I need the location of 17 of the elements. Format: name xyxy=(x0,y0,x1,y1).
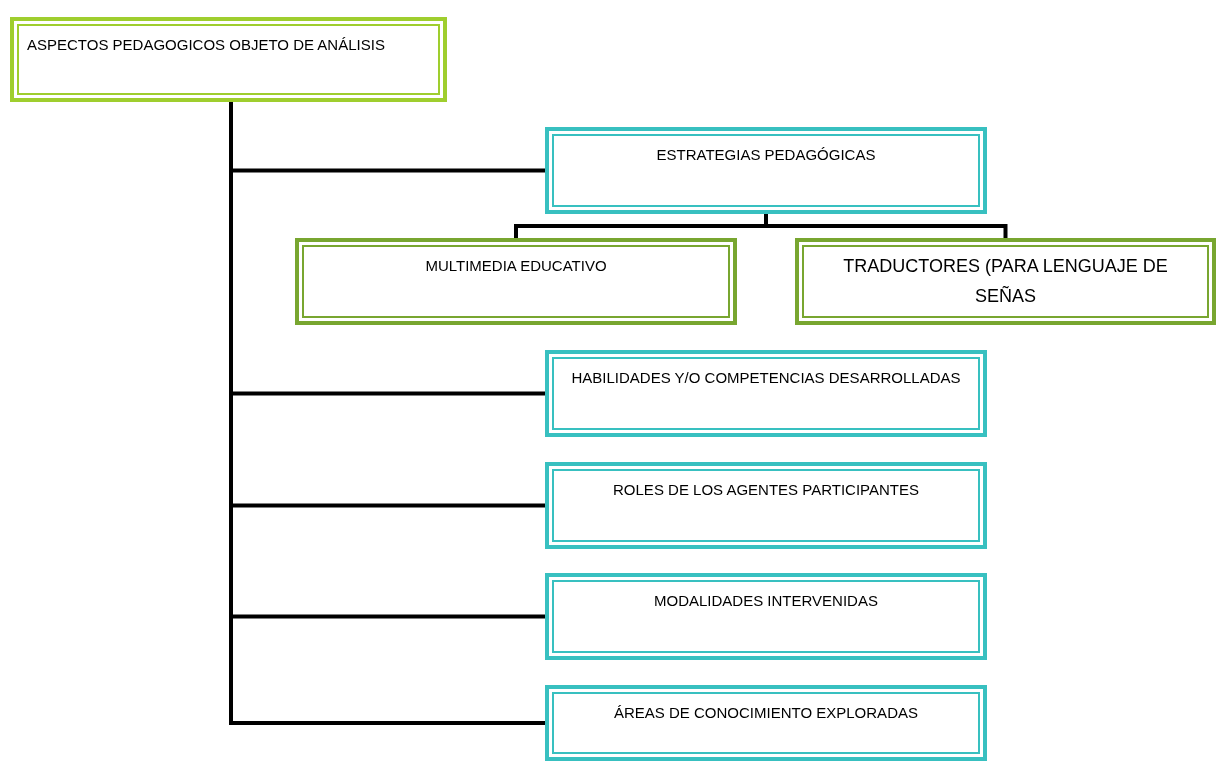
box-text: HABILIDADES Y/O COMPETENCIAS DESARROLLADAS xyxy=(570,368,962,388)
process-box xyxy=(795,238,1216,325)
process-box xyxy=(545,350,987,437)
box-text: MODALIDADES INTERVENIDAS xyxy=(653,591,879,611)
process-box xyxy=(545,685,987,761)
process-box xyxy=(295,238,737,325)
box-text: MULTIMEDIA EDUCATIVO xyxy=(424,256,608,276)
box-text: ASPECTOS PEDAGOGICOS OBJETO DE ANÁLISIS xyxy=(27,35,386,55)
process-box xyxy=(10,17,447,102)
process-box xyxy=(545,127,987,214)
box-text: ÁREAS DE CONOCIMIENTO EXPLORADAS xyxy=(613,703,919,723)
process-box xyxy=(545,573,987,660)
process-box xyxy=(545,462,987,549)
connector-line xyxy=(764,214,1008,238)
box-text: ROLES DE LOS AGENTES PARTICIPANTES xyxy=(612,480,920,500)
box-text: TRADUCTORES (PARA LENGUAJE DE SEÑAS xyxy=(842,255,1169,308)
box-text: ESTRATEGIAS PEDAGÓGICAS xyxy=(655,145,877,165)
